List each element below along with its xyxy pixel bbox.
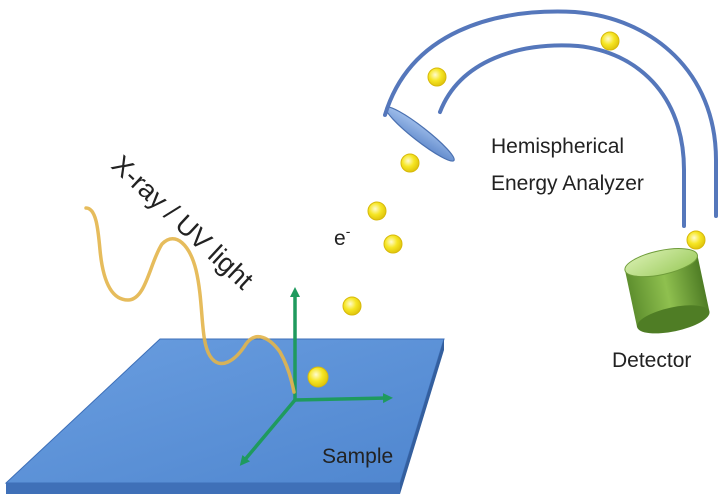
lens-ellipse — [385, 106, 455, 162]
hemisphere-arcs — [383, 9, 718, 228]
electron-label: e- — [334, 223, 351, 250]
inner-hemisphere-arc — [438, 43, 686, 228]
light-label: X-ray / UV light — [106, 149, 260, 295]
outer-hemisphere-arc — [383, 9, 718, 218]
sample-side-face — [400, 339, 444, 494]
electron-dot — [400, 153, 420, 173]
electron-dot — [686, 230, 706, 250]
electron-dot — [367, 201, 387, 221]
axis-down-left-arrow — [239, 398, 297, 466]
detector-top — [624, 248, 698, 278]
sample-label: Sample — [322, 445, 393, 468]
electron-dot — [600, 31, 620, 51]
sample-front-face — [6, 483, 400, 494]
analyzer-label-line1: Hemispherical — [491, 135, 624, 158]
analyzer-label-line2: Energy Analyzer — [491, 172, 644, 195]
electron-dot — [342, 296, 362, 316]
light-wave — [84, 206, 296, 394]
detector-bottom — [636, 305, 710, 334]
sample-plate — [4, 338, 445, 494]
axis-arrows — [239, 287, 393, 466]
electron-dot — [307, 366, 329, 388]
electron-dot — [427, 67, 447, 87]
electron-dot — [383, 234, 403, 254]
detector-label: Detector — [612, 349, 691, 372]
detector-cylinder — [624, 248, 710, 334]
axis-right-arrow — [293, 393, 393, 404]
